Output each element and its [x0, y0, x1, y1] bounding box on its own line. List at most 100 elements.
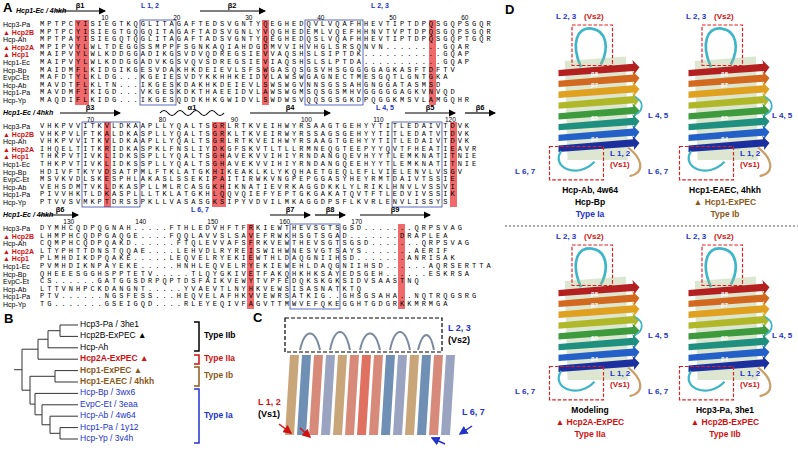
sequence-residues: MSVKVDLSKESPHLAKASLSSEKIPAITIRWKVNGPEPGG…	[40, 176, 458, 184]
sequence-residues: PVMHDIKNPAYEKE.....HNHLEQVELRYEKIEWEHLDA…	[40, 263, 494, 271]
alignment-header: Hcp1-Ec / 4hkh	[3, 109, 53, 117]
loop-label: (Vs2)	[584, 13, 604, 22]
sequence-name: Hcp-Yp	[3, 97, 26, 105]
structure-caption: Hcp3-Pa, 3he1	[696, 406, 754, 415]
sequence-name: ▲ Hcp2B	[3, 29, 34, 37]
sequence-residues: MAFDTYLKLDG...KGEIESVDYKKHHKEIDVLAWSWGAG…	[40, 74, 450, 82]
structure-caption: Type IIa	[574, 430, 605, 439]
structure-caption: ▲ Hcp1-ExPEC	[694, 198, 756, 207]
panel-letter: D	[505, 3, 514, 17]
sequence-name: Hcp-Ab	[3, 286, 26, 294]
structure-caption: Type IIb	[709, 430, 741, 439]
tree-leaf: Hcp-Yp / 3v4h	[80, 434, 133, 443]
loop-label: L 2, 3	[556, 13, 576, 22]
structure-label: β8	[326, 206, 335, 214]
sequence-residues: DYMHCQDPQGNAH.....FTHLEDVHFTFRKIEWTHEVSG…	[40, 225, 465, 233]
secondary-structure	[40, 11, 495, 215]
tree-leaf: Hcp1-EAEC / 4hkh	[80, 377, 154, 386]
strand-label: β5	[721, 335, 728, 341]
loop-label: L 6, 7	[515, 388, 535, 397]
sequence-name: Hcp-Ab	[3, 82, 26, 90]
sequence-residues: LTYPHTTDNSTQQAE....LEHVDLRYREISWIHWNESVG…	[40, 248, 450, 256]
sequence-residues: TG.......GSEIGQD....RLEYEQIVFAGVTTMWVEFQ…	[40, 301, 450, 309]
panel-letter: A	[3, 1, 12, 15]
sequence-residues: LTTVNHPCKDANGNT.....YVAEVTLNYHKVEWSISASN…	[40, 286, 364, 294]
tree-leaf: Hcp2A-ExPEC ▲	[80, 354, 148, 363]
sequence-name: EvpC-Et	[3, 176, 29, 184]
sequence-name: ▲ Hcp1	[3, 51, 29, 59]
sequence-residues: THKPVTIVKLIDKSSPLLYQALTSGHAVEKVVIHIYRNDA…	[40, 161, 479, 169]
structure-label: β2	[228, 2, 237, 10]
panel-letter: B	[4, 312, 13, 326]
loop-label: L 4, 5	[648, 112, 668, 121]
tree-leaf: Hcp1-ExPEC ▲	[80, 366, 142, 375]
structure-caption: Type Ia	[576, 210, 605, 219]
sequence-name: EvpC-Et	[3, 74, 29, 82]
tree-leaf: Hcp-Ab / 4w64	[80, 411, 136, 420]
sequence-residues: MPTPCYISIEGTGQGQITAGAFTADSVGNLYVQGHEDEML…	[40, 29, 494, 37]
loop-label: L 2, 3	[556, 233, 576, 242]
sequence-residues: HDIVFTKYVDSATPMLFTKLATGKHIKEAKLKLYKQHAET…	[40, 169, 465, 177]
structure-label: β1	[76, 2, 85, 10]
loop-label: L 1, 2	[740, 150, 760, 159]
sequence-name: Hcp-Ab	[3, 184, 26, 192]
strand-label: β4	[591, 356, 598, 362]
structure-label: β5	[426, 104, 435, 112]
structure-caption: Hcp-Ab, 4w64	[562, 186, 618, 195]
loop-label: L 6, 7	[515, 168, 535, 177]
sequence-name: Hcp1-Ec	[3, 161, 30, 169]
loop-label: (Vs1)	[740, 161, 760, 170]
loop-label: L 1, 2	[610, 370, 630, 379]
sequence-name: ▲ Hcp1	[3, 153, 29, 161]
structure-caption: Hcp1-EAEC, 4hkh	[689, 186, 761, 195]
loop-label: (Vs2)	[714, 13, 734, 22]
sequence-name: Hcp-Bp	[3, 169, 26, 177]
sequence-name: Hcp3-Pa	[3, 123, 30, 131]
sequence-name: ▲ Hcp2A	[3, 44, 34, 52]
tree-leaf: Hcp3-Pa / 3he1	[80, 320, 139, 329]
structure-label: β3	[86, 104, 95, 112]
tree-leaf: Hcp-Bp / 3wx6	[80, 388, 135, 397]
structure-label: β7	[286, 206, 295, 214]
structure-caption: Type Ib	[710, 210, 739, 219]
sequence-residues: MPIPVYLWLTDEGGSSMPPFSGNKAQIAHDGDMVVIHVHG…	[40, 44, 472, 52]
strand-label: β5	[721, 115, 728, 121]
loop-label: L 2, 3	[448, 324, 471, 334]
loop-label: (Vs1)	[610, 381, 630, 390]
loop-label: L 6, 7	[462, 408, 485, 418]
sequence-residues: LHMPHCQDPGAQGE....FQQLAVVSLSAVEFRWKHSGTS…	[40, 233, 450, 241]
type-label: Type Ib	[204, 371, 233, 380]
loop-label: L 6, 7	[648, 388, 668, 397]
loop-label: (Vs2)	[584, 233, 604, 242]
strand-label: β7	[591, 82, 598, 88]
loop-label: (Vs1)	[740, 381, 760, 390]
loop-label: L 4, 5	[648, 332, 668, 341]
sequence-name: Hcp-Ah	[3, 36, 26, 44]
strand-label: β4	[721, 356, 728, 362]
loop-label: L 1, 2	[610, 150, 630, 159]
strand-label: β7	[721, 302, 728, 308]
sequence-residues: PTVVSVMKPTDRSSPKLLVASASGKSIPYVDVILMKAGGD…	[40, 199, 450, 207]
structure-caption: ▲ Hcp2B-ExPEC	[691, 418, 759, 427]
sequence-residues: VHKPVLFTKALDKASPLLYQALTSGRKLTKVEIRWYRSSA…	[40, 131, 472, 139]
sequence-residues: CS......GATGGSDRPQPTDSFAIKVEWYTVPFEDQKSK…	[40, 278, 422, 286]
tree-leaf: Hcp2B-ExPEC ▲	[80, 331, 147, 340]
strand-label: β4	[591, 136, 598, 142]
sequence-name: Hcp1-Ec	[3, 59, 30, 67]
sequence-residues: QHEEESGGHSPPTETV.....TLQYGKIVETFAKQHKHKS…	[40, 271, 472, 279]
sequence-name: Hcp3-Pa	[3, 21, 30, 29]
sequence-name: Hcp1-Pa	[3, 89, 30, 97]
sequence-name: Hcp1-Pa	[3, 293, 30, 301]
strand-label: β4	[721, 136, 728, 142]
sequence-name: Hcp1-Pa	[3, 191, 30, 199]
tree-leaf: EvpC-Et / 3eaa	[80, 400, 138, 409]
loop-label: (Vs1)	[258, 410, 280, 420]
strand-label: β7	[721, 82, 728, 88]
sequence-residues: VEHSDMTVKLDKASPLLMLRCASGKHIKNATIEVRKAGGD…	[40, 184, 458, 192]
panel-letter: C	[253, 311, 262, 325]
sequence-residues: THKPVTIVKLIDKSSPLLYQALTSGHAVEKVVIHIYRNDA…	[40, 153, 479, 161]
loop-label: (Vs2)	[448, 336, 470, 346]
type-label: Type IIb	[204, 331, 236, 340]
tree-leaf: Hcp-Ah	[80, 343, 108, 352]
sequence-name: Hcp3-Pa	[3, 225, 30, 233]
